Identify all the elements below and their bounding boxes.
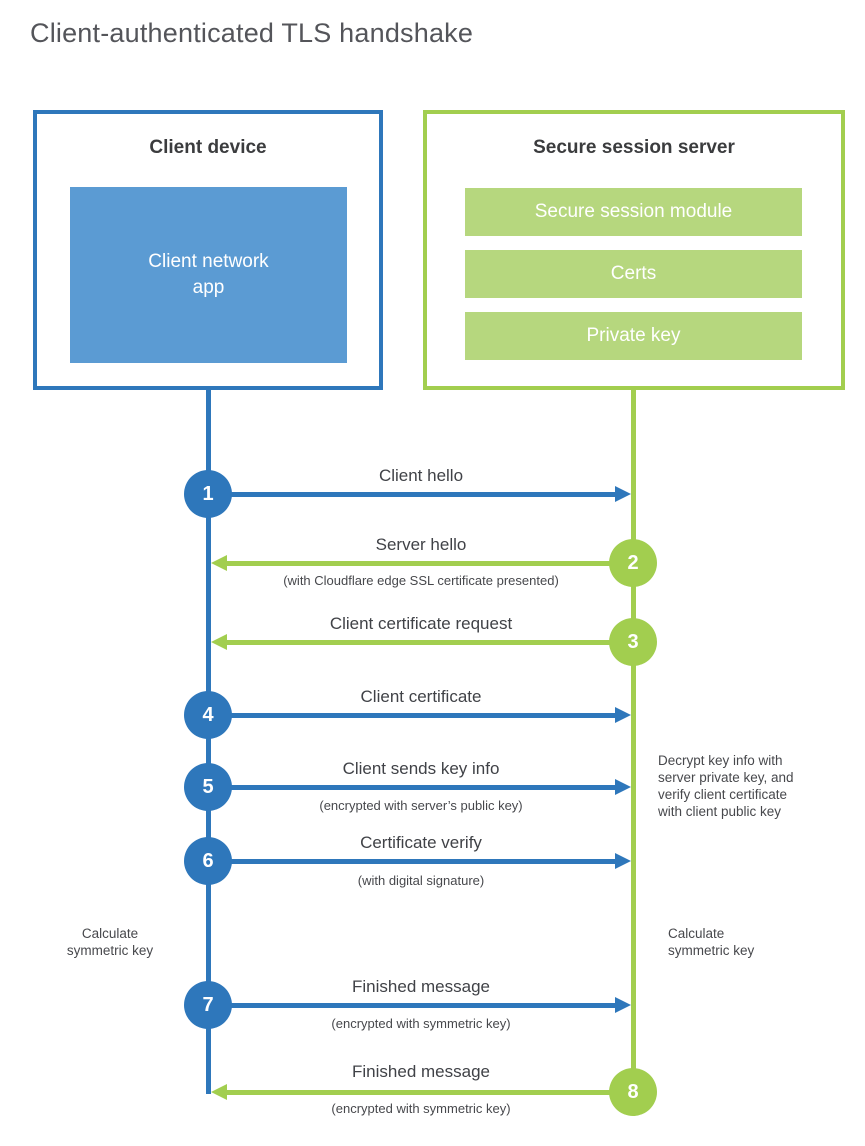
server-module-certs: Certs: [465, 250, 802, 298]
client-device-box: Client device Client network app: [33, 110, 383, 390]
secure-session-server-box: Secure session server Secure session mod…: [423, 110, 845, 390]
note-decrypt-key-info: Decrypt key info with server private key…: [658, 753, 794, 819]
arrowhead-left-icon: [211, 634, 227, 650]
step-8-label: Finished message: [352, 1062, 490, 1081]
step-5-arrow-right: [230, 779, 631, 795]
step-5-label: Client sends key info: [342, 759, 500, 778]
page-title: Client-authenticated TLS handshake: [30, 18, 474, 48]
server-module-secure-session-module: Secure session module: [465, 188, 802, 236]
client-network-app-box: Client network app: [70, 187, 347, 363]
arrowhead-right-icon: [615, 853, 631, 869]
server-lifeline: [631, 388, 636, 1094]
step-2-sublabel: (with Cloudflare edge SSL certificate pr…: [283, 573, 559, 588]
client-lifeline: [206, 388, 211, 1094]
step-8-sublabel: (encrypted with symmetric key): [331, 1101, 511, 1116]
step-8-arrow-left: [211, 1084, 611, 1100]
step-3-label: Client certificate request: [329, 614, 513, 633]
step-2-arrow-left: [211, 555, 611, 571]
step-7-sublabel: (encrypted with symmetric key): [331, 1016, 511, 1031]
arrowhead-right-icon: [615, 997, 631, 1013]
arrowhead-left-icon: [211, 555, 227, 571]
step-3-circle: 3: [609, 618, 657, 666]
step-1-label: Client hello: [378, 466, 464, 485]
step-4-arrow-right: [230, 707, 631, 723]
arrowhead-right-icon: [615, 707, 631, 723]
step-1-circle: 1: [184, 470, 232, 518]
step-2-circle: 2: [609, 539, 657, 587]
step-4-label: Client certificate: [360, 687, 482, 706]
step-2-label: Server hello: [375, 535, 467, 554]
step-5-sublabel: (encrypted with server’s public key): [319, 798, 523, 813]
arrowhead-right-icon: [615, 486, 631, 502]
step-6-sublabel: (with digital signature): [357, 873, 485, 888]
step-6-arrow-right: [230, 853, 631, 869]
arrowhead-left-icon: [211, 1084, 227, 1100]
step-7-label: Finished message: [352, 977, 490, 996]
step-4-circle: 4: [184, 691, 232, 739]
step-3-arrow-left: [211, 634, 611, 650]
step-6-label: Certificate verify: [360, 833, 482, 852]
secure-session-server-title: Secure session server: [533, 137, 735, 158]
note-calculate-symmetric-key-client: Calculate symmetric key: [66, 926, 154, 958]
arrowhead-right-icon: [615, 779, 631, 795]
step-8-circle: 8: [609, 1068, 657, 1116]
note-calculate-symmetric-key-server: Calculate symmetric key: [668, 926, 755, 958]
client-device-title: Client device: [149, 137, 267, 158]
server-module-private-key: Private key: [465, 312, 802, 360]
step-6-circle: 6: [184, 837, 232, 885]
step-1-arrow-right: [230, 486, 631, 502]
step-7-arrow-right: [230, 997, 631, 1013]
step-7-circle: 7: [184, 981, 232, 1029]
step-5-circle: 5: [184, 763, 232, 811]
